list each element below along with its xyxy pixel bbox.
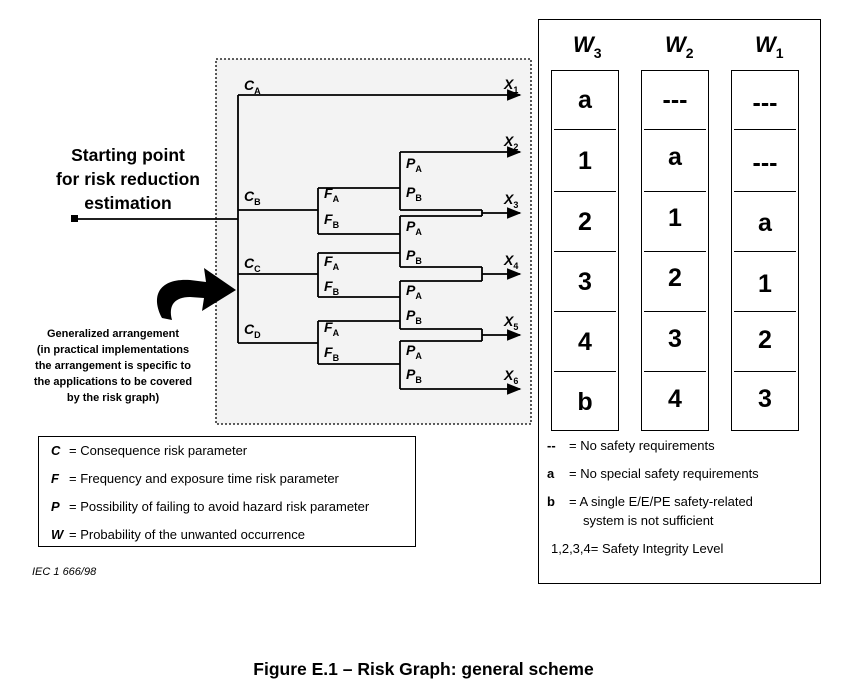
w1-cell: --- <box>752 149 778 177</box>
note-text: 1,2,3,4= Safety Integrity Level <box>551 541 724 556</box>
note-row: -- = No safety requirements <box>547 438 715 453</box>
note-key: -- <box>547 438 556 453</box>
legend-symbol: W <box>51 527 64 542</box>
generalized-line: Generalized arrangement <box>46 328 180 340</box>
w2-column: --- a 1 2 3 4 <box>641 70 709 431</box>
note-key: a <box>547 466 555 481</box>
p-label-a: PA <box>406 155 422 174</box>
legend-row: W = Probability of the unwanted occurrenc… <box>51 527 305 542</box>
generalized-line: the arrangement is specific to <box>35 360 191 372</box>
f-label-a: FA <box>324 253 340 272</box>
p-label-b: PB <box>406 366 422 385</box>
w1-cell: --- <box>752 89 778 117</box>
starting-point-label: Starting point for risk reduction estima… <box>28 143 228 215</box>
x-label-1: X1 <box>503 76 518 95</box>
w1-column: --- --- a 1 2 3 <box>731 70 799 431</box>
start-point-marker <box>71 215 78 222</box>
x-label-5: X5 <box>503 313 518 332</box>
f-label-a: FA <box>324 185 340 204</box>
legend-text: = Probability of the unwanted occurrence <box>69 527 305 542</box>
p-label-b: PB <box>406 184 422 203</box>
legend-row: F = Frequency and exposure time risk para… <box>51 471 339 486</box>
note-row: b = A single E/E/PE safety-related <box>547 494 753 509</box>
w3-cell: a <box>578 86 592 114</box>
w2-cell: --- <box>662 86 688 114</box>
legend-symbol: C <box>51 443 61 458</box>
curved-arrow-icon <box>157 268 236 320</box>
f-label-a: FA <box>324 319 340 338</box>
w2-cell: a <box>668 143 682 171</box>
generalized-line: by the risk graph) <box>66 392 160 404</box>
legend-symbol: F <box>51 471 59 486</box>
p-label-a: PA <box>406 218 422 237</box>
legend-text: = Frequency and exposure time risk param… <box>69 471 339 486</box>
generalized-line: the applications to be covered <box>33 376 193 388</box>
note-row: 1,2,3,4= Safety Integrity Level <box>551 541 723 556</box>
note-row: system is not sufficient <box>583 513 714 528</box>
legend-text: = Consequence risk parameter <box>69 443 248 458</box>
p-label-b: PB <box>406 247 422 266</box>
w1-cell: 3 <box>758 385 772 413</box>
generalized-arrangement-note: Generalized arrangement (in practical im… <box>8 326 218 406</box>
figure-caption: Figure E.1 – Risk Graph: general scheme <box>253 659 594 679</box>
starting-point-line: for risk reduction <box>56 169 200 189</box>
note-row: a = No special safety requirements <box>547 466 759 481</box>
w-table-panel: W3 W2 W1 a 1 2 3 4 b --- a 1 2 3 4 --- -… <box>538 19 821 584</box>
legend-symbol: P <box>51 499 60 514</box>
f-label-b: FB <box>324 211 340 230</box>
w2-cell: 2 <box>668 264 682 292</box>
w3-header: W3 <box>573 32 602 61</box>
w1-cell: 2 <box>758 326 772 354</box>
w2-header: W2 <box>665 32 694 61</box>
x-label-2: X2 <box>503 133 518 152</box>
w3-cell: 4 <box>578 328 592 356</box>
note-text: = A single E/E/PE safety-related <box>569 494 753 509</box>
starting-point-line: Starting point <box>71 145 185 165</box>
f-label-b: FB <box>324 278 340 297</box>
c-label-b: CB <box>244 188 261 207</box>
x-label-6: X6 <box>503 367 518 386</box>
w3-cell: 1 <box>578 147 592 175</box>
w2-cell: 3 <box>668 325 682 353</box>
c-label-c: CC <box>244 255 261 274</box>
w3-cell: 2 <box>578 208 592 236</box>
w2-cell: 4 <box>668 385 682 413</box>
starting-point-line: estimation <box>84 193 172 213</box>
p-label-a: PA <box>406 282 422 301</box>
w3-column: a 1 2 3 4 b <box>551 70 619 431</box>
f-label-b: FB <box>324 344 340 363</box>
note-text: = No special safety requirements <box>569 466 759 481</box>
c-label-a: CA <box>244 77 261 96</box>
w3-cell: 3 <box>578 268 592 296</box>
note-text: = No safety requirements <box>569 438 715 453</box>
generalized-area <box>215 58 532 425</box>
p-label-b: PB <box>406 307 422 326</box>
p-label-a: PA <box>406 342 422 361</box>
x-label-4: X4 <box>503 252 518 271</box>
legend-row: P = Possibility of failing to avoid hazar… <box>51 499 369 514</box>
x-label-3: X3 <box>503 191 518 210</box>
note-key: b <box>547 494 555 509</box>
iec-reference: IEC 1 666/98 <box>32 566 97 578</box>
parameter-legend: C = Consequence risk parameter F = Frequen… <box>38 436 416 547</box>
legend-text: = Possibility of failing to avoid hazard… <box>69 499 370 514</box>
note-text: system is not sufficient <box>583 513 714 528</box>
legend-row: C = Consequence risk parameter <box>51 443 247 458</box>
w3-cell: b <box>577 388 593 416</box>
w1-cell: 1 <box>758 270 772 298</box>
w1-cell: a <box>758 209 772 237</box>
w1-header: W1 <box>755 32 784 61</box>
w2-cell: 1 <box>668 204 682 232</box>
c-label-d: CD <box>244 321 261 340</box>
generalized-line: (in practical implementations <box>36 344 190 356</box>
